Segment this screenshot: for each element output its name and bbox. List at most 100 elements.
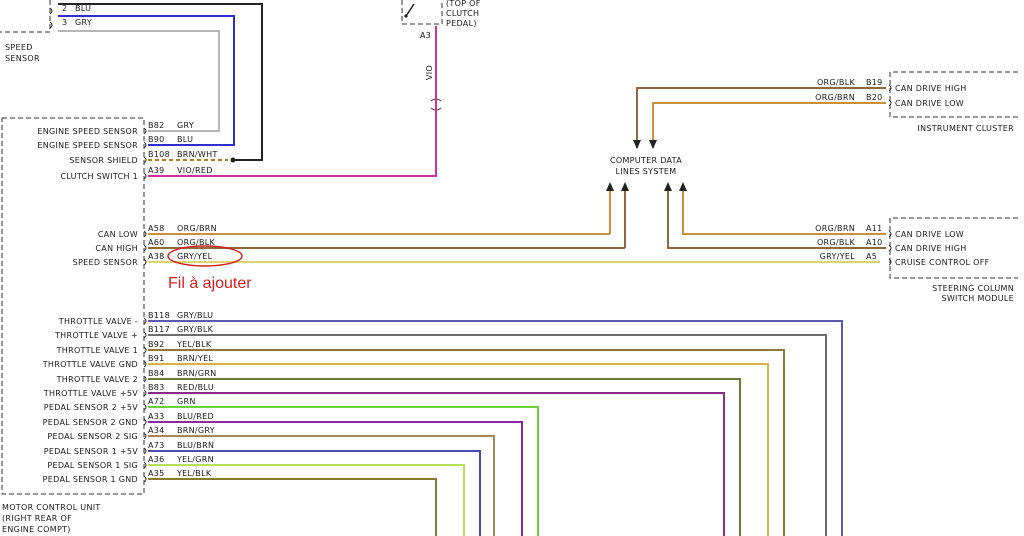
pcm-wire	[148, 421, 523, 536]
pcm-wire	[148, 406, 539, 536]
connector-mark	[143, 360, 147, 368]
pcm-pin-label: THROTTLE VALVE -	[58, 317, 138, 326]
pcm-pin-id: B117	[148, 325, 170, 334]
pcm-wire-code: BRN/GRY	[177, 426, 215, 435]
sm-pin-id: A10	[866, 238, 883, 247]
speed-sensor-wires	[58, 3, 263, 161]
arrow-up-icon	[606, 182, 614, 191]
pcm-pin-label: THROTTLE VALVE 2	[56, 375, 138, 384]
pcm-wire	[148, 464, 465, 536]
pcm-pin-id: A72	[148, 397, 165, 406]
pcm-pin-id: A73	[148, 441, 165, 450]
arrow-up-icon	[621, 182, 629, 191]
pcm-pin-label: ENGINE SPEED SENSOR	[37, 141, 138, 150]
pcm-wire	[148, 450, 481, 536]
pcm-pin-id: B83	[148, 383, 165, 392]
clutch-switch-wire-label: VIO	[425, 65, 434, 80]
pcm-pins: ENGINE SPEED SENSOR B82 GRY ENGINE SPEED SE…	[37, 121, 880, 536]
connector-mark	[143, 172, 147, 180]
connector-mark	[143, 230, 147, 238]
pcm-pin-id: A34	[148, 426, 165, 435]
pcm-pin-label: THROTTLE VALVE 1	[56, 346, 138, 355]
pcm-pin-id: B90	[148, 135, 165, 144]
pcm-pin-id: A60	[148, 238, 165, 247]
speed-sensor-name-1: SPEED	[5, 43, 33, 52]
pcm-pin-label: CLUTCH SWITCH 1	[60, 172, 138, 181]
connector-mark	[143, 331, 147, 339]
arrow-up-icon	[679, 182, 687, 191]
ic-pin-id: B20	[866, 93, 883, 102]
pcm-wire-code: BLU/BRN	[177, 441, 214, 450]
pcm-wire-code: BLU/RED	[177, 412, 214, 421]
annotation: Fil à ajouter	[167, 245, 252, 292]
pcm-pin-id: A36	[148, 455, 165, 464]
pcm-pin-label: PEDAL SENSOR 2 GND	[43, 418, 138, 427]
pcm-wire	[148, 435, 495, 536]
pcm-wire-code: GRY	[177, 121, 194, 130]
connector-mark	[143, 461, 147, 469]
pcm-pin-id: A39	[148, 166, 165, 175]
connector-mark	[888, 244, 892, 252]
annotation-text: Fil à ajouter	[168, 275, 252, 292]
pcm-pin-label: SENSOR SHIELD	[69, 156, 138, 165]
ic-wire-code: ORG/BRN	[815, 93, 855, 102]
pcm-wire-code: GRY/BLU	[177, 311, 213, 320]
pcm-wire	[148, 478, 437, 536]
pcm-wire	[148, 392, 725, 536]
steering-column-switch-module: STEERING COLUMN SWITCH MODULE	[889, 217, 1018, 303]
pcm-wire-code: GRY/YEL	[177, 252, 213, 261]
pcm-wire	[148, 320, 843, 536]
pcm-wire	[148, 378, 741, 536]
connector-mark	[143, 432, 147, 440]
ic-wire	[652, 102, 886, 148]
pcm-name-3: ENGINE COMPT)	[2, 525, 71, 534]
steering-module-name-1: STEERING COLUMN	[932, 284, 1014, 293]
speed-sensor-wire-3: GRY	[75, 18, 92, 27]
connector-mark	[143, 447, 147, 455]
pcm-pin-label: THROTTLE VALVE GND	[42, 360, 138, 369]
pcm-name-1: MOTOR CONTROL UNIT	[2, 503, 101, 512]
connector-mark	[143, 389, 147, 397]
pcm-pin-id: B91	[148, 354, 165, 363]
shield-splice	[230, 157, 236, 163]
pcm-pin-id: B118	[148, 311, 170, 320]
pcm-pin-id: B108	[148, 150, 170, 159]
pcm-pin-label: PEDAL SENSOR 1 +5V	[44, 447, 138, 456]
pcm-pin-label: THROTTLE VALVE +5V	[43, 389, 138, 398]
wire-gry	[58, 30, 220, 132]
data-bus-name-2: LINES SYSTEM	[616, 167, 677, 176]
sm-wire-code: ORG/BRN	[815, 224, 855, 233]
connector-mark	[143, 244, 147, 252]
pcm-pin-label: SPEED SENSOR	[73, 258, 139, 267]
clutch-switch-name-2: CLUTCH	[446, 9, 479, 18]
connector-mark	[143, 156, 147, 164]
data-bus: COMPUTER DATA LINES SYSTEM	[610, 156, 682, 176]
instrument-cluster-name: INSTRUMENT CLUSTER	[917, 124, 1014, 133]
sm-wire	[667, 190, 886, 249]
pcm-pin-id: A58	[148, 224, 165, 233]
clutch-switch-name-1: (TOP OF	[446, 0, 481, 8]
pcm-wire-code: VIO/RED	[177, 166, 213, 175]
connector-mark	[143, 317, 147, 325]
connector-mark	[143, 127, 147, 135]
sm-pin-label: CRUISE CONTROL OFF	[895, 258, 990, 267]
arrow-up-icon	[664, 182, 672, 191]
pcm-wire-code: RED/BLU	[177, 383, 214, 392]
connector-mark	[143, 403, 147, 411]
pcm-pin-label: PEDAL SENSOR 1 GND	[43, 475, 138, 484]
pcm-pin-label: CAN LOW	[98, 230, 138, 239]
ic-wire	[636, 87, 886, 148]
speed-sensor-wire-2: BLU	[75, 4, 91, 13]
pcm-wire-code: YEL/BLK	[176, 469, 212, 478]
arrow-down-icon	[649, 140, 657, 149]
can-bus-routes	[606, 182, 629, 248]
pcm-pin-id: B82	[148, 121, 165, 130]
ic-pin-label: CAN DRIVE LOW	[895, 99, 964, 108]
wire-blu	[58, 15, 235, 146]
pcm-pin-id: A33	[148, 412, 165, 421]
connector-mark	[143, 475, 147, 483]
pcm-pin-label: ENGINE SPEED SENSOR	[37, 127, 138, 136]
pcm-pin-id: A38	[148, 252, 165, 261]
